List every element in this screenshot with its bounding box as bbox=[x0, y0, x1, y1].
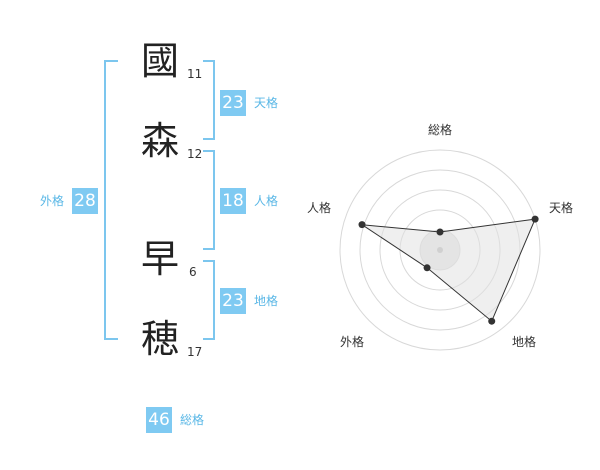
radar-point-2 bbox=[488, 317, 496, 325]
chikaku-label: 地格 bbox=[254, 294, 279, 308]
radar-axis-label-3: 外格 bbox=[340, 335, 365, 349]
char-3-strokes: 6 bbox=[189, 265, 197, 279]
soukaku-value: 46 bbox=[146, 407, 172, 433]
char-1-strokes: 11 bbox=[187, 67, 203, 81]
jinkaku-bracket bbox=[203, 150, 215, 250]
radar-polygon bbox=[361, 218, 536, 323]
char-4: 穂 bbox=[141, 317, 180, 361]
radar-axis-label-1: 天格 bbox=[549, 201, 574, 215]
tenkaku-label: 天格 bbox=[254, 96, 279, 110]
radar-point-1 bbox=[531, 215, 539, 223]
char-2-strokes: 12 bbox=[187, 147, 203, 161]
char-2: 森 bbox=[141, 119, 180, 163]
radar-point-0 bbox=[436, 228, 444, 236]
jinkaku-value: 18 bbox=[220, 188, 246, 214]
soukaku-label: 総格 bbox=[180, 413, 205, 427]
gaikaku-label: 外格 bbox=[40, 194, 65, 208]
chikaku-bracket bbox=[203, 260, 215, 340]
char-1: 國 bbox=[141, 39, 180, 83]
tenkaku-bracket bbox=[203, 60, 215, 140]
radar-axis-label-2: 地格 bbox=[512, 335, 537, 349]
radar-point-3 bbox=[423, 264, 431, 272]
gaikaku-value: 28 bbox=[72, 188, 98, 214]
radar-ring-5 bbox=[339, 149, 541, 351]
radar-axis-label-0: 総格 bbox=[428, 123, 453, 137]
gaikaku-bracket bbox=[104, 60, 118, 340]
char-4-strokes: 17 bbox=[187, 345, 203, 359]
char-3: 早 bbox=[141, 237, 180, 281]
chikaku-value: 23 bbox=[220, 288, 246, 314]
radar-point-4 bbox=[358, 221, 366, 229]
radar-axis-label-4: 人格 bbox=[307, 201, 332, 215]
tenkaku-value: 23 bbox=[220, 90, 246, 116]
jinkaku-label: 人格 bbox=[254, 194, 279, 208]
